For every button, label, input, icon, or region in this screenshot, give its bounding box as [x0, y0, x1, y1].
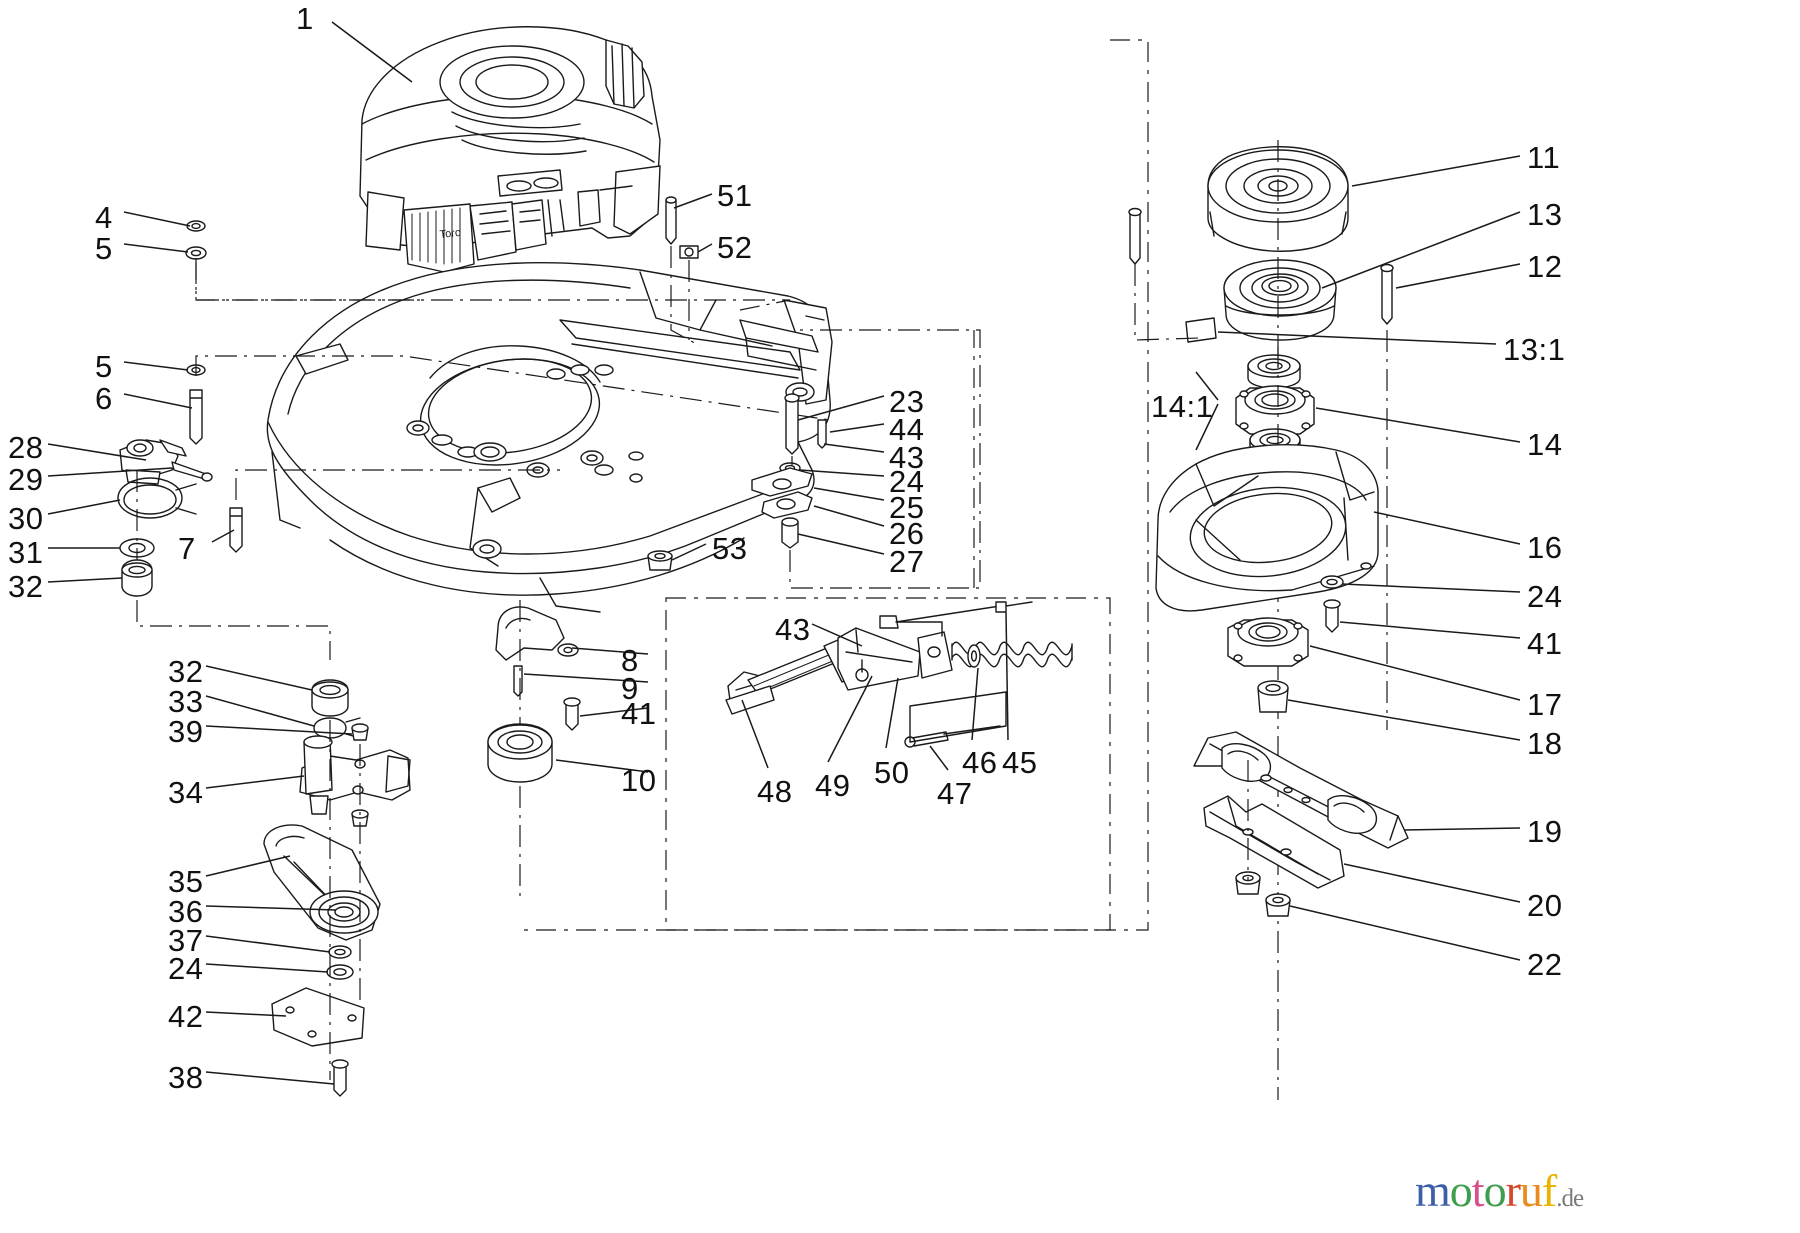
callout-20: 20 — [1527, 888, 1563, 923]
pulley-bearing-assembly — [1128, 140, 1394, 1100]
callout-34: 34 — [168, 775, 204, 810]
callout-23: 23 — [889, 384, 925, 419]
callout-14-1: 14:1 — [1151, 389, 1214, 424]
watermark-letter-o1: o — [1449, 1165, 1473, 1216]
callout-16: 16 — [1527, 530, 1563, 565]
callout-6: 6 — [95, 381, 113, 416]
callout-29: 29 — [8, 462, 44, 497]
callout-36: 36 — [168, 894, 204, 929]
callout-43b: 43 — [775, 612, 811, 647]
callout-49: 49 — [815, 768, 851, 803]
watermark-letter-u: u — [1519, 1165, 1543, 1216]
callout-48: 48 — [757, 774, 793, 809]
callout-50: 50 — [874, 755, 910, 790]
callout-42: 42 — [168, 999, 204, 1034]
engine-assembly-graphic: Toro — [359, 26, 661, 273]
fastener-group-left-upper — [185, 220, 831, 553]
idler-pulley-assembly — [263, 679, 411, 1097]
callout-19: 19 — [1527, 814, 1563, 849]
watermark-letter-r: r — [1505, 1165, 1521, 1216]
svg-text:Toro: Toro — [439, 227, 462, 241]
callout-32b: 32 — [168, 654, 204, 689]
motoruf-watermark: motoruf.de — [1415, 1165, 1584, 1216]
callout-41a: 41 — [621, 696, 657, 731]
callout-47: 47 — [937, 776, 973, 811]
callout-5b: 5 — [95, 349, 113, 384]
watermark-letter-t: t — [1471, 1165, 1485, 1216]
callout-39: 39 — [168, 714, 204, 749]
callout-35: 35 — [168, 864, 204, 899]
callout-33: 33 — [168, 684, 204, 719]
throttle-control-assembly — [117, 439, 331, 660]
fastener-group-center-right — [751, 329, 981, 589]
belt-cover-assembly — [1155, 444, 1379, 713]
callout-18: 18 — [1527, 726, 1563, 761]
callout-7: 7 — [178, 531, 196, 566]
callout-25: 25 — [889, 490, 925, 525]
callout-12: 12 — [1527, 249, 1563, 284]
callout-14: 14 — [1527, 427, 1563, 462]
leader-lines — [47, 21, 1521, 1085]
callout-24b: 24 — [1527, 579, 1563, 614]
callout-53: 53 — [712, 531, 748, 566]
callout-24c: 24 — [168, 951, 204, 986]
blade-assembly — [1193, 731, 1409, 917]
callout-4: 4 — [95, 200, 113, 235]
callout-10: 10 — [621, 763, 657, 798]
callout-41b: 41 — [1527, 626, 1563, 661]
callout-24a: 24 — [889, 464, 925, 499]
watermark-letter-m: m — [1415, 1165, 1451, 1216]
watermark-letter-o2: o — [1483, 1165, 1507, 1216]
callout-13-1: 13:1 — [1503, 332, 1566, 367]
callout-43a: 43 — [889, 440, 925, 475]
callout-5a: 5 — [95, 231, 113, 266]
callout-22: 22 — [1527, 947, 1563, 982]
callout-31: 31 — [8, 535, 44, 570]
callout-8: 8 — [621, 643, 639, 678]
watermark-letter-f: f — [1541, 1165, 1557, 1216]
callout-11: 11 — [1527, 140, 1561, 175]
callout-51: 51 — [717, 178, 753, 213]
callout-46: 46 — [962, 745, 998, 780]
callout-30: 30 — [8, 501, 44, 536]
callout-13: 13 — [1527, 197, 1563, 232]
watermark-suffix: .de — [1556, 1185, 1584, 1212]
callout-28: 28 — [8, 430, 44, 465]
callout-45: 45 — [1002, 745, 1038, 780]
callout-27: 27 — [889, 544, 925, 579]
callout-17: 17 — [1527, 687, 1563, 722]
callout-9: 9 — [621, 671, 639, 706]
callout-26: 26 — [889, 516, 925, 551]
callout-44: 44 — [889, 412, 925, 447]
callout-52: 52 — [717, 230, 753, 265]
fastener-group-51-52 — [665, 196, 701, 347]
callout-1: 1 — [296, 1, 314, 36]
callout-37: 37 — [168, 923, 204, 958]
callout-38: 38 — [168, 1060, 204, 1095]
callout-32a: 32 — [8, 569, 44, 604]
